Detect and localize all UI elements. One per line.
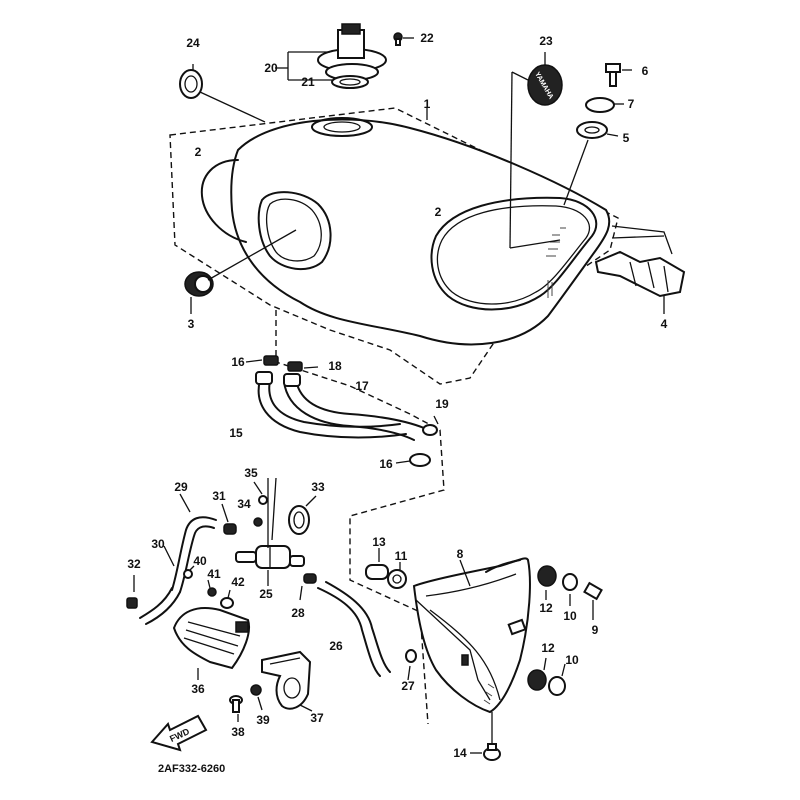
part-14-drain-plug: [483, 743, 501, 761]
part-39-washer: [250, 684, 262, 696]
part-12-grommet-upper: [537, 565, 557, 587]
part-22-screw: [393, 32, 403, 46]
part-16-hose-clip-lower: [409, 453, 431, 467]
callout-18: 18: [328, 359, 342, 373]
part-33-filter-clamp: [288, 505, 310, 535]
callout-34: 34: [237, 497, 251, 511]
cock-group-outline: [275, 310, 445, 725]
callout-36: 36: [191, 682, 205, 696]
part-17-fuel-hose: [295, 379, 425, 429]
callout-25: 25: [259, 587, 273, 601]
part-40-screw: [183, 569, 193, 579]
part-42-nut: [220, 597, 234, 609]
part-37-bracket: [261, 650, 312, 710]
part-4-rear-bracket: [594, 250, 686, 298]
callout-2-left: 2: [195, 145, 202, 159]
callout-13: 13: [372, 535, 386, 549]
callout-24: 24: [186, 36, 200, 50]
callout-33: 33: [311, 480, 325, 494]
callout-12-lower: 12: [541, 641, 555, 655]
callout-17: 17: [355, 379, 369, 393]
callout-32: 32: [127, 557, 141, 571]
callout-10-lower: 10: [565, 653, 579, 667]
fuel-cap-assembly: [317, 23, 387, 89]
callout-42: 42: [231, 575, 245, 589]
forward-direction-arrow: FWD: [150, 714, 208, 752]
callout-15: 15: [229, 426, 243, 440]
callout-4: 4: [661, 317, 668, 331]
callout-12-upper: 12: [539, 601, 553, 615]
callout-8: 8: [457, 547, 464, 561]
part-32-hose-clip: [126, 597, 138, 609]
part-26-fuel-hose: [317, 587, 381, 677]
callout-30: 30: [151, 537, 165, 551]
callout-9: 9: [592, 623, 599, 637]
callout-5: 5: [623, 131, 630, 145]
tank-left-cutout: [257, 191, 332, 271]
callout-16-lower: 16: [379, 457, 393, 471]
callout-16-upper: 16: [231, 355, 245, 369]
part-13-spacer: [365, 564, 389, 580]
part-24-cap-rubber: [179, 69, 203, 99]
callout-11: 11: [395, 549, 408, 563]
part-25-fuel-filter: [235, 545, 305, 569]
tank-side-rubber-left: [200, 159, 247, 243]
part-34-washer: [253, 517, 263, 527]
callout-22: 22: [420, 31, 434, 45]
part-28-hose-clip: [303, 573, 317, 584]
part-11-collar: [387, 569, 407, 589]
part-9-bolt: [583, 581, 603, 601]
callout-10-upper: 10: [563, 609, 577, 623]
callout-31: 31: [212, 489, 226, 503]
callout-41: 41: [207, 567, 221, 581]
part-27-clip: [405, 649, 417, 663]
callout-1: 1: [424, 97, 431, 111]
tank-filler-opening: [311, 117, 373, 137]
part-31-hose-clip: [223, 523, 237, 535]
callout-40: 40: [193, 554, 207, 568]
callout-6: 6: [642, 64, 649, 78]
part-15-fuel-hose: [257, 379, 407, 439]
part-12-grommet-lower: [527, 669, 547, 691]
callout-38: 38: [231, 725, 245, 739]
part-23-tank-emblem: YAMAHA: [527, 64, 563, 106]
callout-14: 14: [453, 746, 467, 760]
part-5-washer: [576, 121, 608, 139]
callout-2-right: 2: [435, 205, 442, 219]
callout-27: 27: [401, 679, 415, 693]
part-7-damper: [585, 97, 615, 113]
callout-7: 7: [628, 97, 635, 111]
callout-26: 26: [329, 639, 343, 653]
callout-23: 23: [539, 34, 553, 48]
part-6-bolt: [605, 63, 621, 87]
part-10-washer-lower: [548, 676, 566, 696]
part-38-bolt: [229, 695, 243, 713]
callout-39: 39: [256, 713, 270, 727]
part-19-hose-clip: [422, 424, 438, 436]
callout-20: 20: [264, 61, 278, 75]
part-30-hose: [139, 587, 173, 619]
part-16-hose-clip: [263, 355, 279, 366]
part-18-hose-clip: [287, 361, 303, 372]
callout-35: 35: [244, 466, 258, 480]
part-3-grommet: [184, 271, 214, 297]
callout-3: 3: [188, 317, 195, 331]
callout-28: 28: [291, 606, 305, 620]
tank-side-panel: [430, 196, 598, 311]
part-10-washer-upper: [562, 573, 578, 591]
part-29-vacuum-hose: [171, 516, 217, 591]
callout-21: 21: [301, 75, 315, 89]
part-41-washer: [207, 587, 217, 597]
callout-29: 29: [174, 480, 188, 494]
fuel-tank: [230, 118, 611, 346]
part-36-cover: [172, 607, 250, 670]
drawing-code: 2AF332-6260: [158, 763, 225, 775]
callout-37: 37: [310, 711, 324, 725]
callout-19: 19: [435, 397, 449, 411]
part-35-screw: [258, 495, 268, 505]
part-8-fuel-cock-plate: [412, 557, 531, 714]
